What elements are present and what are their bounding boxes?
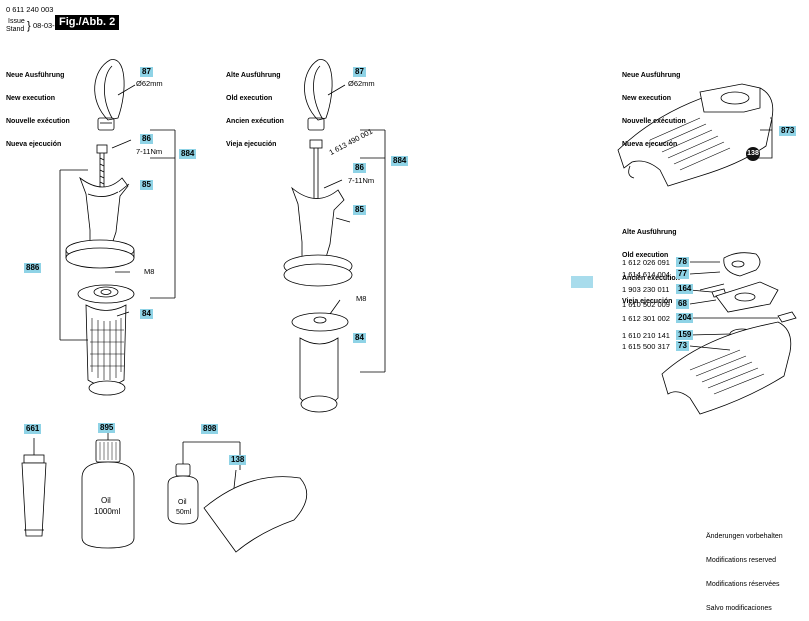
spec-diameter-middle: Ø62mm bbox=[348, 79, 375, 88]
spec-thread-left: M8 bbox=[144, 267, 155, 276]
caption-line: Ancien exécution bbox=[622, 274, 680, 282]
bottle-small-volume: 50ml bbox=[176, 509, 192, 516]
callout-87-left: 87 bbox=[140, 67, 153, 77]
grip-left bbox=[77, 284, 135, 396]
callout-78: 78 bbox=[676, 257, 689, 267]
tube bbox=[21, 438, 47, 537]
callout-884-middle: 884 bbox=[391, 156, 409, 166]
bottle-large-label: Oil bbox=[101, 496, 111, 505]
callout-86-left: 86 bbox=[140, 134, 153, 144]
caption-line: Nouvelle exécution bbox=[622, 117, 686, 125]
note-line: Änderungen vorbehalten bbox=[706, 533, 783, 540]
callout-164: 164 bbox=[676, 284, 694, 294]
callout-73: 73 bbox=[676, 341, 689, 351]
callout-138-bottom: 138 bbox=[229, 455, 247, 465]
callout-898: 898 bbox=[201, 424, 219, 434]
callout-84-left: 84 bbox=[140, 309, 153, 319]
callout-85-left: 85 bbox=[140, 180, 153, 190]
strap-middle bbox=[304, 59, 333, 131]
caption-line: Vieja ejecución bbox=[226, 140, 277, 148]
bottle-large-volume: 1000ml bbox=[94, 507, 121, 516]
spec-torque-middle: 7-11Nm bbox=[348, 176, 375, 185]
part-number-78: 1 612 026 091 bbox=[622, 258, 670, 267]
callout-204: 204 bbox=[676, 313, 694, 323]
brace: } bbox=[27, 20, 31, 32]
part-number-164: 1 903 230 011 bbox=[622, 285, 670, 294]
callout-661: 661 bbox=[24, 424, 42, 434]
cloth bbox=[203, 469, 308, 553]
strap-left bbox=[94, 59, 125, 131]
callout-86-middle: 86 bbox=[353, 163, 366, 173]
highlight-marker bbox=[571, 276, 593, 288]
callout-68: 68 bbox=[676, 299, 689, 309]
caption-line: New execution bbox=[622, 94, 672, 102]
note-line: Salvo modificaciones bbox=[706, 605, 772, 612]
callout-873: 873 bbox=[779, 126, 797, 136]
caption-line: Neue Ausführung bbox=[6, 72, 65, 80]
caption-line: Nouvelle exécution bbox=[6, 117, 70, 125]
caption-new-left: Neue Ausführung New execution Nouvelle e… bbox=[6, 57, 70, 156]
callout-87-middle: 87 bbox=[353, 67, 366, 77]
parts-old bbox=[661, 252, 797, 415]
handle-upper-middle bbox=[283, 186, 353, 287]
document-number: 0 611 240 003 bbox=[6, 5, 54, 14]
callout-895: 895 bbox=[98, 423, 116, 433]
stand-label: Stand bbox=[6, 26, 25, 33]
exploded-view-drawing bbox=[21, 59, 797, 553]
issue-label: Issue bbox=[8, 18, 25, 25]
callout-138-right: 138 bbox=[746, 147, 760, 161]
grip-middle bbox=[291, 312, 349, 413]
callout-159: 159 bbox=[676, 330, 694, 340]
note-line: Modifications reserved bbox=[706, 557, 777, 564]
bottle-large bbox=[81, 432, 135, 549]
caption-line: New execution bbox=[6, 94, 56, 102]
callout-884-left: 884 bbox=[179, 149, 197, 159]
caption-old-middle: Alte Ausführung Old execution Ancien exé… bbox=[226, 57, 284, 156]
spec-torque-left: 7-11Nm bbox=[136, 147, 163, 156]
callout-77: 77 bbox=[676, 269, 689, 279]
caption-line: Old execution bbox=[226, 94, 273, 102]
callout-886: 886 bbox=[24, 263, 42, 273]
cover-new bbox=[617, 83, 774, 187]
caption-line: Nueva ejecución bbox=[622, 140, 678, 148]
caption-line: Nueva ejecución bbox=[6, 140, 62, 148]
callout-85-middle: 85 bbox=[353, 205, 366, 215]
part-number-159: 1 610 210 141 bbox=[622, 331, 670, 340]
spec-thread-middle: M8 bbox=[356, 294, 367, 303]
callout-84-middle: 84 bbox=[353, 333, 366, 343]
caption-new-right: Neue Ausführung New execution Nouvelle e… bbox=[622, 57, 686, 156]
issue-date: 08-03-31 bbox=[33, 21, 64, 30]
bottle-small-label: Oil bbox=[178, 499, 187, 506]
spec-diameter-left: Ø62mm bbox=[136, 79, 163, 88]
note-line: Modifications réservées bbox=[706, 581, 780, 588]
bottle-small bbox=[167, 441, 241, 525]
handle-upper-left bbox=[65, 176, 135, 269]
caption-line: Neue Ausführung bbox=[622, 72, 681, 80]
caption-line: Ancien exécution bbox=[226, 117, 284, 125]
modification-notes: Änderungen vorbehalten Modifications res… bbox=[706, 517, 783, 621]
caption-line: Old execution bbox=[622, 251, 669, 259]
part-number-73: 1 615 500 317 bbox=[622, 342, 670, 351]
caption-line: Alte Ausführung bbox=[622, 229, 677, 237]
part-number-204: 1 612 301 002 bbox=[622, 314, 670, 323]
caption-old-right: Alte Ausführung Old execution Ancien exé… bbox=[622, 214, 680, 313]
caption-line: Alte Ausführung bbox=[226, 72, 281, 80]
caption-line: Vieja ejecución bbox=[622, 297, 673, 305]
figure-label: Fig./Abb. 2 bbox=[55, 15, 120, 30]
part-number-68: 1 610 502 009 bbox=[622, 300, 670, 309]
part-number-77: 1 614 614 004 bbox=[622, 270, 670, 279]
